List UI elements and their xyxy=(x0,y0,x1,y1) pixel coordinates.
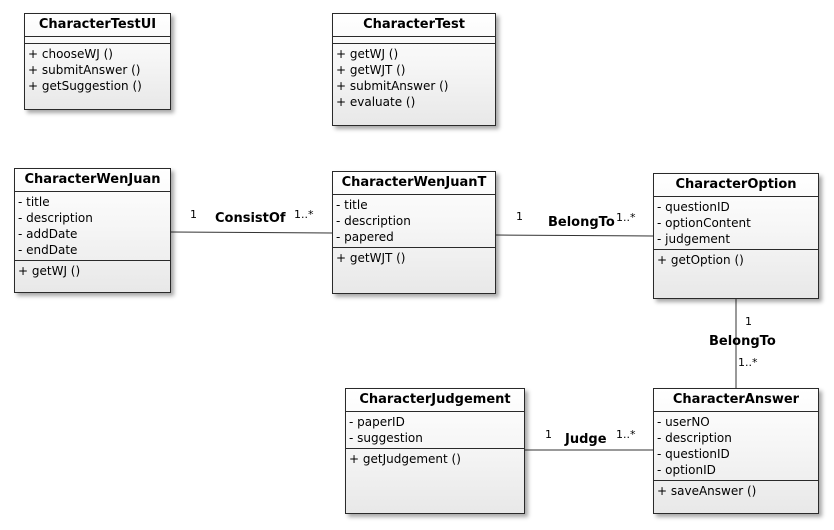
multiplicity-source: 1 xyxy=(190,208,197,221)
association-name: Judge xyxy=(565,432,607,447)
class-name: CharacterWenJuanT xyxy=(333,172,495,195)
operation: + getWJT () xyxy=(336,251,406,265)
attributes-section: - title - description - papered xyxy=(333,195,495,248)
attribute: - description xyxy=(336,214,411,228)
attribute: - papered xyxy=(336,230,394,244)
multiplicity-target: 1..* xyxy=(616,428,636,441)
operations-section: + getOption () xyxy=(654,250,818,270)
association-name: BelongTo xyxy=(548,215,615,230)
attribute: - description xyxy=(657,431,732,445)
multiplicity-target: 1..* xyxy=(738,356,758,369)
attribute: - questionID xyxy=(657,200,730,214)
operations-section: + saveAnswer () xyxy=(654,481,818,501)
class-charactertestui[interactable]: CharacterTestUI + chooseWJ () + submitAn… xyxy=(24,13,171,110)
operation: + submitAnswer () xyxy=(336,79,449,93)
attribute: - judgement xyxy=(657,232,731,246)
class-charactertest[interactable]: CharacterTest + getWJ () + getWJT () + s… xyxy=(332,13,496,126)
multiplicity-target: 1..* xyxy=(294,208,314,221)
attribute: - suggestion xyxy=(349,431,423,445)
multiplicity-target: 1..* xyxy=(616,211,636,224)
operations-section: + getWJ () xyxy=(15,261,170,281)
association-name: BelongTo xyxy=(709,334,776,349)
attribute: - title xyxy=(336,198,368,212)
association-line-belongto-option xyxy=(495,234,654,237)
operations-section: + getJudgement () xyxy=(346,449,524,469)
attributes-section: - paperID - suggestion xyxy=(346,412,524,449)
attribute: - optionContent xyxy=(657,216,751,230)
operations-section: + getWJ () + getWJT () + submitAnswer ()… xyxy=(333,44,495,112)
class-characterjudgement[interactable]: CharacterJudgement - paperID - suggestio… xyxy=(345,388,525,514)
class-characteranswer[interactable]: CharacterAnswer - userNO - description -… xyxy=(653,388,819,514)
attributes-section: - userNO - description - questionID - op… xyxy=(654,412,818,481)
operations-section: + chooseWJ () + submitAnswer () + getSug… xyxy=(25,44,170,96)
attributes-section: - questionID - optionContent - judgement xyxy=(654,197,818,250)
attributes-section xyxy=(333,37,495,44)
attribute: - userNO xyxy=(657,415,710,429)
attribute: - endDate xyxy=(18,243,78,257)
class-characterwenjuant[interactable]: CharacterWenJuanT - title - description … xyxy=(332,171,496,294)
attribute: - addDate xyxy=(18,227,78,241)
operation: + saveAnswer () xyxy=(657,484,757,498)
multiplicity-source: 1 xyxy=(545,428,552,441)
class-characterwenjuan[interactable]: CharacterWenJuan - title - description -… xyxy=(14,168,171,293)
operation: + getOption () xyxy=(657,253,744,267)
attribute: - optionID xyxy=(657,463,716,477)
class-name: CharacterTestUI xyxy=(25,14,170,37)
operation: + getWJT () xyxy=(336,63,406,77)
association-name: ConsistOf xyxy=(215,211,286,226)
class-name: CharacterOption xyxy=(654,174,818,197)
class-name: CharacterJudgement xyxy=(346,389,524,412)
attribute: - paperID xyxy=(349,415,405,429)
association-line-consistof xyxy=(170,231,333,234)
attribute: - title xyxy=(18,195,50,209)
operation: + getWJ () xyxy=(18,264,81,278)
operation: + getJudgement () xyxy=(349,452,461,466)
operation: + chooseWJ () xyxy=(28,47,113,61)
attributes-section: - title - description - addDate - endDat… xyxy=(15,192,170,261)
class-name: CharacterTest xyxy=(333,14,495,37)
class-name: CharacterAnswer xyxy=(654,389,818,412)
operation: + getSuggestion () xyxy=(28,79,142,93)
multiplicity-source: 1 xyxy=(745,315,752,328)
attribute: - questionID xyxy=(657,447,730,461)
operations-section: + getWJT () xyxy=(333,248,495,268)
class-name: CharacterWenJuan xyxy=(15,169,170,192)
operation: + evaluate () xyxy=(336,95,416,109)
attributes-section xyxy=(25,37,170,44)
operation: + submitAnswer () xyxy=(28,63,141,77)
class-characteroption[interactable]: CharacterOption - questionID - optionCon… xyxy=(653,173,819,299)
multiplicity-source: 1 xyxy=(516,210,523,223)
attribute: - description xyxy=(18,211,93,225)
operation: + getWJ () xyxy=(336,47,399,61)
